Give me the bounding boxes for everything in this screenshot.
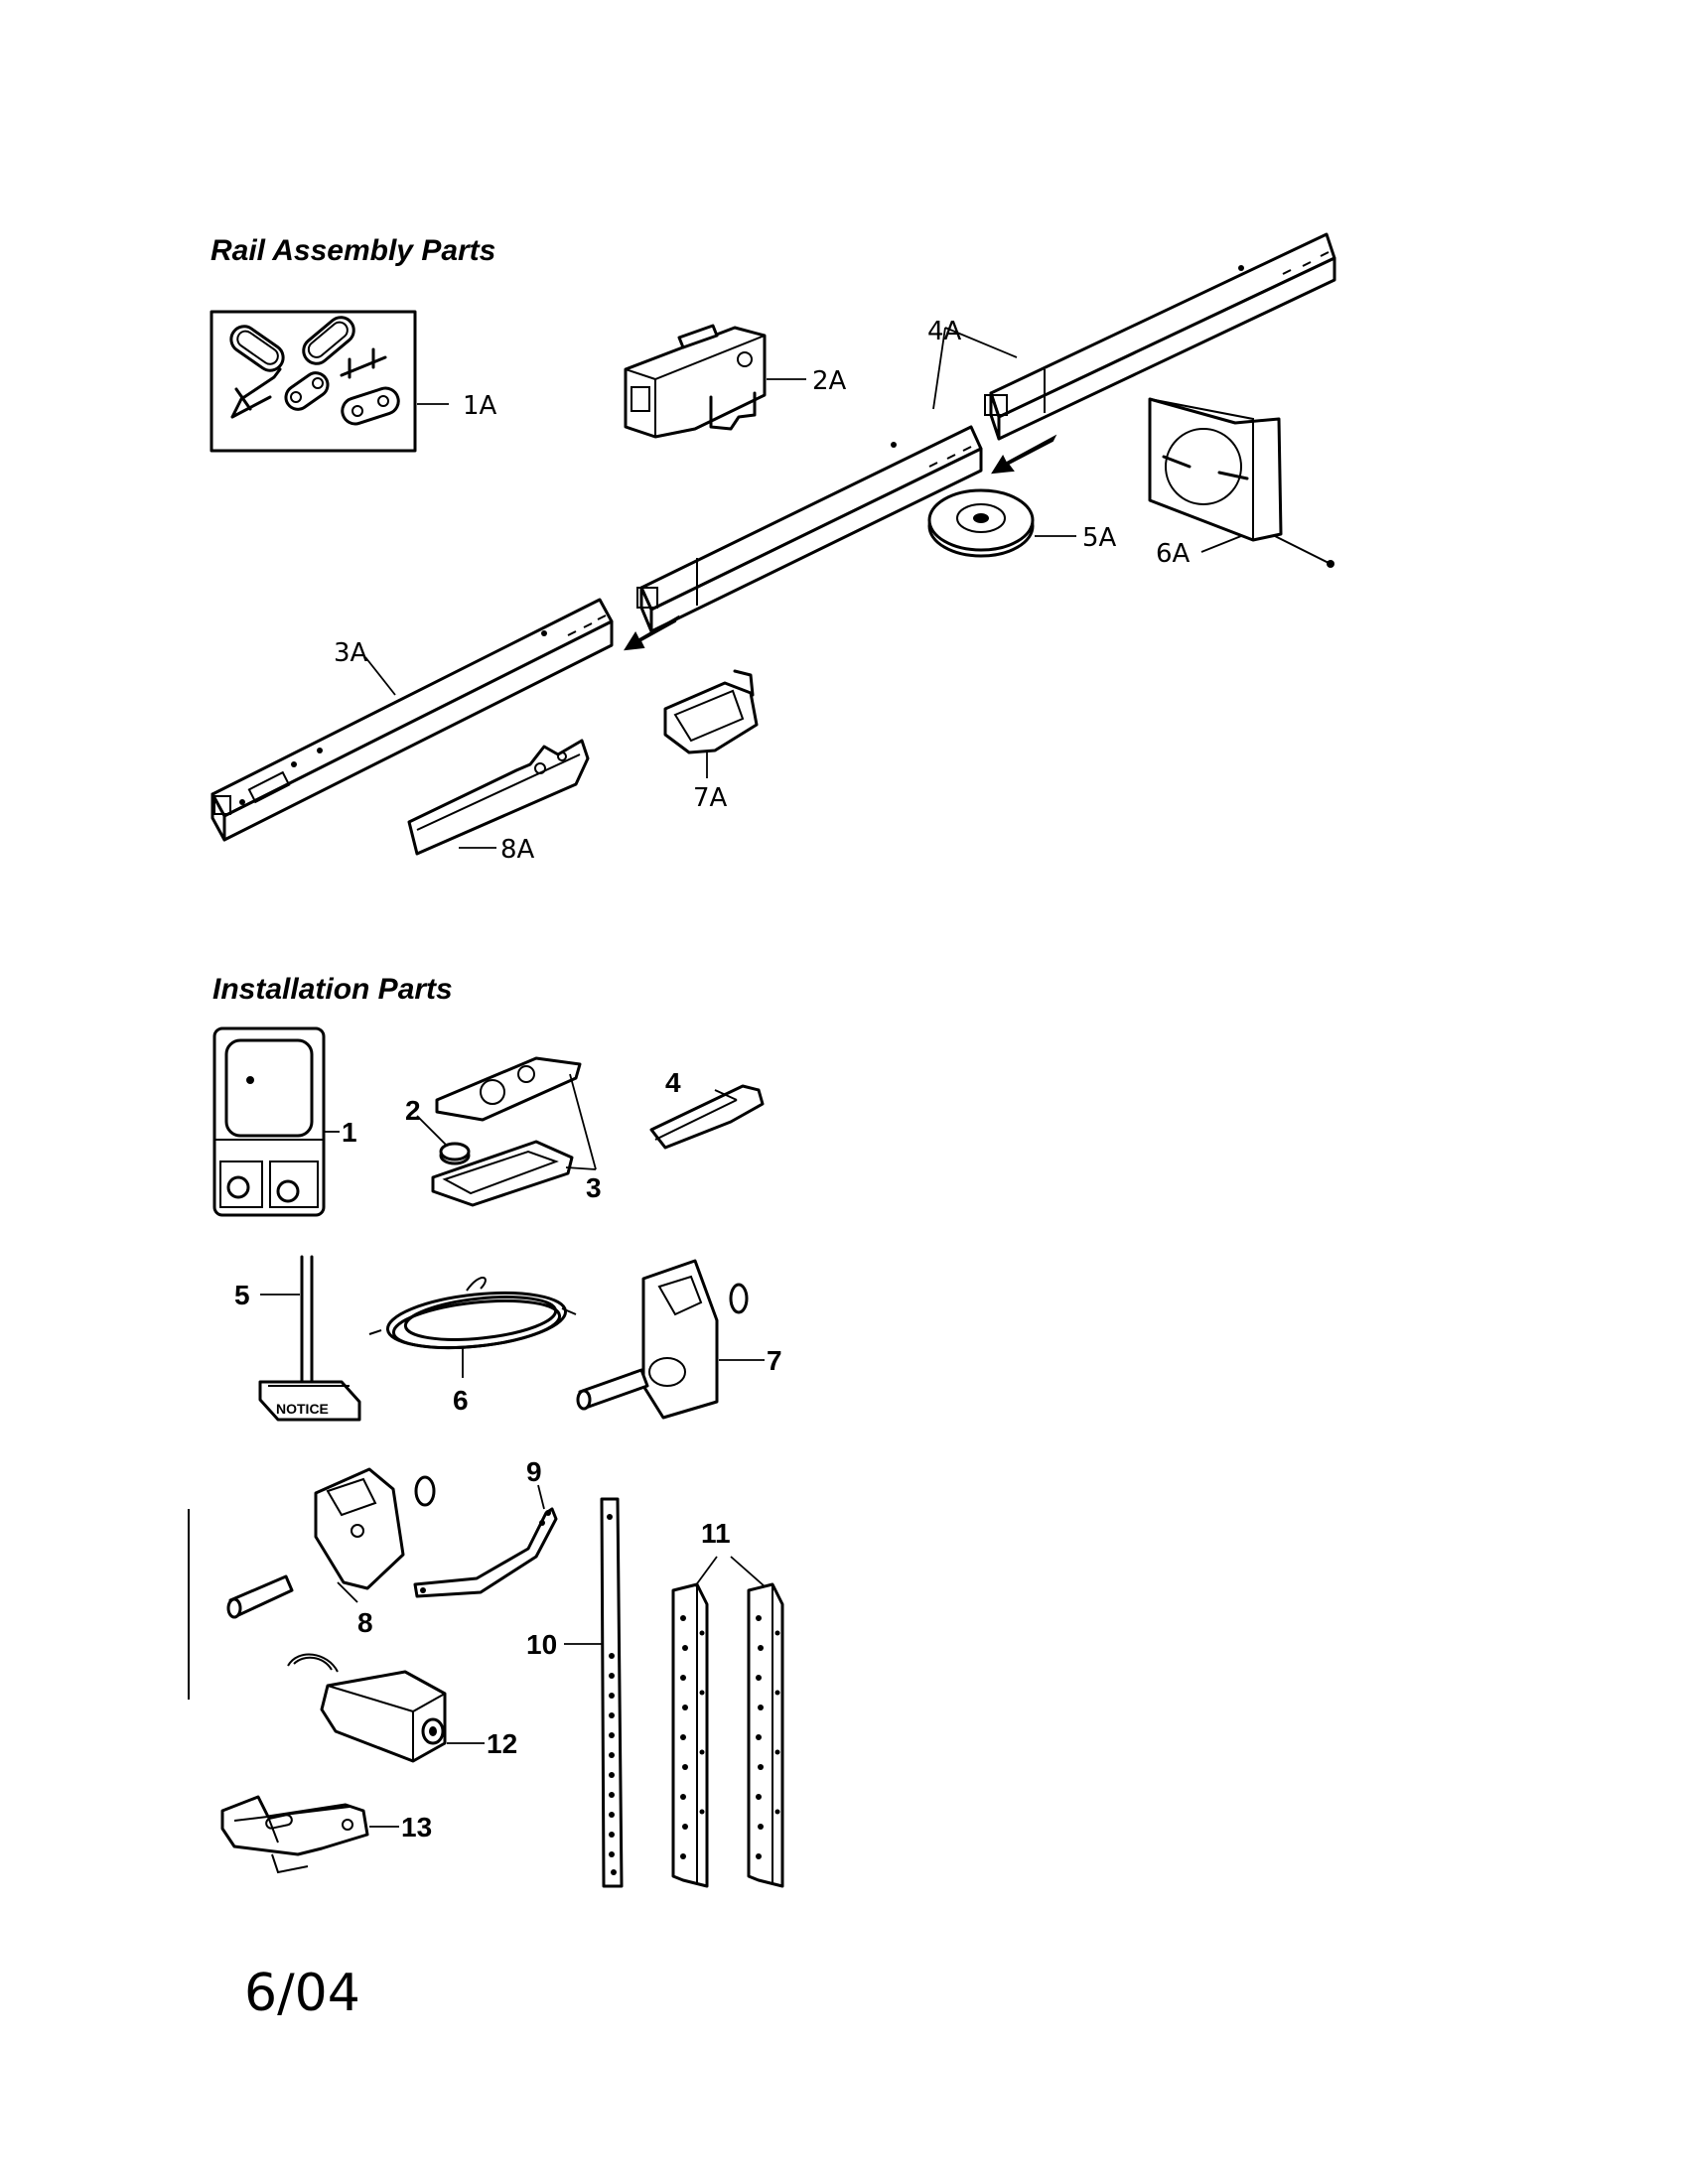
date-code: 6/04 xyxy=(244,1964,360,2023)
part-5-emergency-release-rope: NOTICE xyxy=(258,1255,361,1422)
part-11-perforated-angles xyxy=(671,1556,784,1888)
part-7A-cover-clip xyxy=(663,669,759,778)
part-7-door-bracket xyxy=(576,1259,765,1420)
label-2A: 2A xyxy=(812,366,847,396)
label-10: 10 xyxy=(526,1629,557,1660)
part-1-door-control xyxy=(212,1026,340,1217)
label-6: 6 xyxy=(453,1385,469,1416)
label-7A: 7A xyxy=(693,783,728,813)
label-6A: 6A xyxy=(1156,539,1191,569)
label-13: 13 xyxy=(401,1812,432,1843)
installation-section-title: Installation Parts xyxy=(212,973,453,1006)
part-6A-light-lens xyxy=(1148,397,1334,568)
part-4A-rail-sections xyxy=(636,232,1336,633)
label-9: 9 xyxy=(526,1456,542,1487)
part-8A-header-bracket xyxy=(407,739,590,856)
label-2: 2 xyxy=(405,1095,421,1126)
part-8-header-bracket xyxy=(226,1467,436,1619)
part-10-straight-door-arm xyxy=(564,1497,624,1888)
part-6-bell-wire xyxy=(368,1277,577,1378)
part-12-safety-sensor xyxy=(287,1653,485,1763)
label-5A: 5A xyxy=(1082,523,1117,553)
label-7: 7 xyxy=(767,1345,782,1376)
label-1A: 1A xyxy=(463,391,497,421)
part-5A-pulley xyxy=(927,488,1076,558)
assembly-arrow-icon-2 xyxy=(624,614,680,651)
label-4A: 4A xyxy=(927,317,962,346)
part-3A-front-rail xyxy=(210,598,614,842)
notice-tag-text: NOTICE xyxy=(276,1401,329,1417)
label-1: 1 xyxy=(342,1117,357,1148)
label-3A: 3A xyxy=(334,638,368,668)
part-3-remote-control xyxy=(431,1056,597,1207)
label-12: 12 xyxy=(487,1728,517,1759)
assembly-arrow-icon xyxy=(991,434,1057,475)
part-2A-trolley xyxy=(624,324,806,439)
rail-assembly-section-title: Rail Assembly Parts xyxy=(210,234,496,267)
label-8A: 8A xyxy=(500,835,535,865)
label-4: 4 xyxy=(665,1067,681,1098)
label-11: 11 xyxy=(701,1518,731,1549)
part-4-visor-clip xyxy=(649,1084,765,1150)
part-2-battery xyxy=(416,1115,471,1165)
label-3: 3 xyxy=(586,1172,602,1203)
part-9-curved-door-arm xyxy=(413,1484,558,1598)
label-5: 5 xyxy=(234,1280,250,1310)
part-1A-master-link-kit xyxy=(210,310,449,453)
label-8: 8 xyxy=(357,1607,373,1638)
part-13-sensor-bracket xyxy=(220,1795,399,1874)
